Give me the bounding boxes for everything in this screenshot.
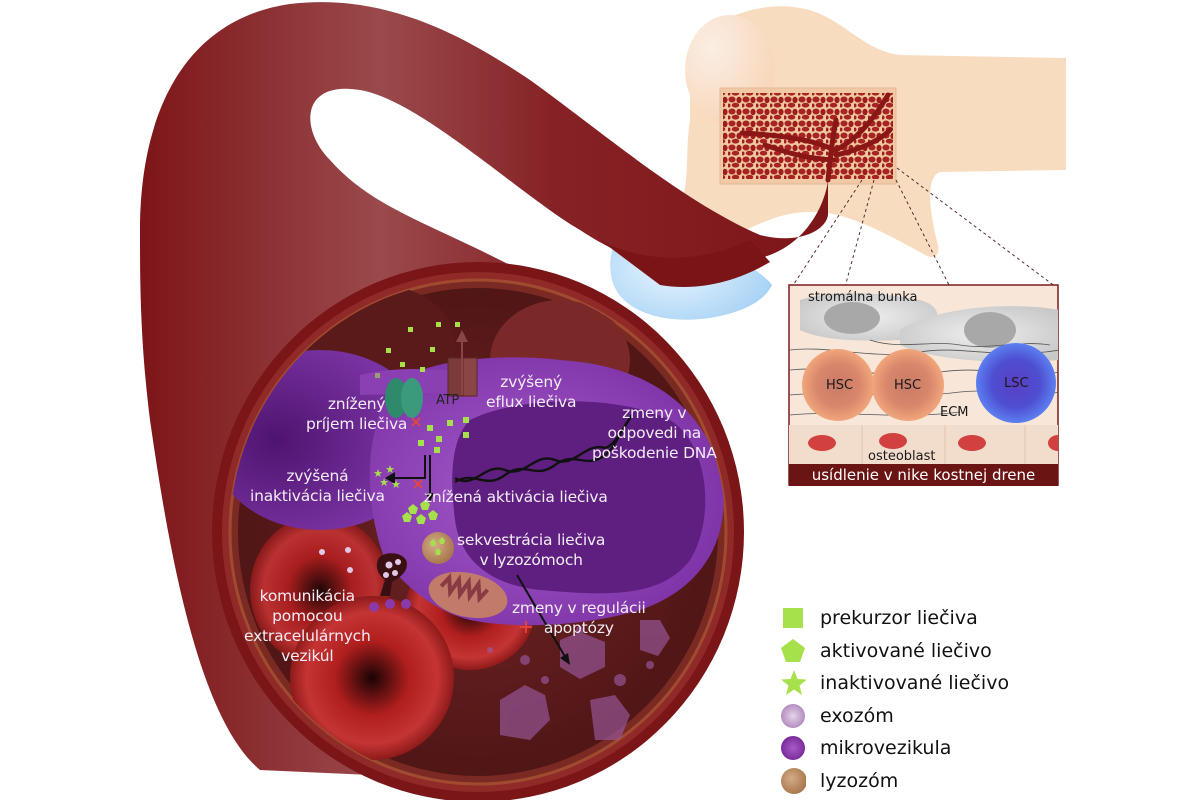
label-dna-damage-response: zmeny v odpovedi na poškodenie DNA	[592, 404, 717, 462]
label-hsc-2: HSC	[894, 378, 922, 393]
label-apoptosis-regulation: zmeny v regulácii apoptózy	[512, 599, 646, 637]
vessel-lumen	[230, 285, 724, 776]
pathway-arrows	[395, 455, 568, 661]
label-reduced-uptake: znížený príjem liečiva	[306, 395, 408, 433]
label-increased-inactivation: zvýšená inaktivácia liečiva	[250, 467, 385, 505]
legend-item: exozóm	[780, 700, 1009, 733]
drug-precursors	[375, 322, 469, 453]
uptake-transporter	[385, 378, 423, 418]
exosome-icon	[780, 703, 806, 729]
inactivated-drugs: ★★ ★★	[373, 463, 401, 491]
svg-text:★: ★	[373, 467, 383, 480]
arrow-head	[560, 653, 570, 665]
svg-text:★: ★	[391, 478, 401, 491]
label-ecm: ECM	[940, 405, 969, 420]
label-lysosome-sequestration: sekvestrácia liečiva v lyzozómoch	[457, 531, 606, 569]
bone-marrow-section	[719, 87, 897, 185]
label-osteoblast: osteoblast	[868, 449, 936, 464]
legend-item: inaktivované liečivo	[780, 667, 1009, 700]
label-hsc-1: HSC	[826, 378, 854, 393]
zoom-lines	[789, 167, 1057, 291]
arrow-head	[385, 472, 395, 484]
lsc-cell	[976, 343, 1056, 423]
label-reduced-activation: znížená aktivácia liečiva	[424, 488, 608, 506]
star-icon	[780, 670, 806, 696]
legend-item: aktivované liečivo	[780, 635, 1009, 668]
label-stromal-cell: stromálna bunka	[808, 290, 918, 305]
legend-item: prekurzor liečiva	[780, 602, 1009, 635]
dna-helix	[454, 414, 633, 484]
svg-text:★: ★	[379, 476, 389, 489]
extracellular-vesicles	[319, 547, 411, 612]
nucleus	[452, 401, 706, 594]
mitochondrion	[428, 571, 508, 619]
microvesicle-icon	[780, 735, 806, 761]
svg-text:★: ★	[385, 463, 395, 476]
square-icon	[780, 605, 806, 631]
block-crosses	[411, 417, 532, 633]
legend-item: lyzozóm	[780, 765, 1009, 798]
label-ev-communication: komunikácia pomocou extracelulárnych vez…	[244, 587, 371, 665]
label-lsc: LSC	[1004, 376, 1029, 391]
legend-item: mikrovezikula	[780, 732, 1009, 765]
efflux-pump	[447, 330, 478, 397]
activated-drugs	[402, 500, 438, 524]
label-atp: ATP	[436, 393, 460, 408]
pentagon-icon	[780, 638, 806, 664]
lysosome	[422, 532, 454, 564]
legend: prekurzor liečiva aktivované liečivo ina…	[780, 602, 1009, 797]
hsc-cell	[802, 349, 874, 421]
niche-title: usídlenie v nike kostnej drene	[789, 464, 1058, 486]
arrow-head	[426, 493, 434, 502]
hsc-cell	[872, 349, 944, 421]
bone-marrow-niche	[788, 284, 1059, 486]
lysosome-icon	[780, 767, 806, 794]
label-increased-efflux: zvýšený eflux liečiva	[486, 373, 577, 411]
